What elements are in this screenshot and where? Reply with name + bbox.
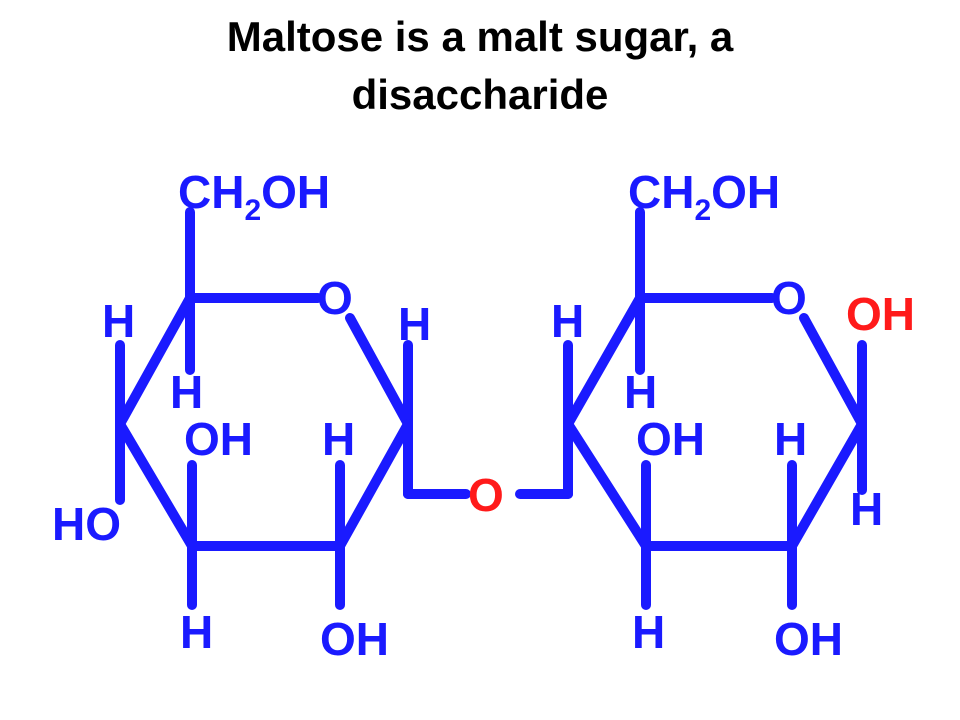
page-title: Maltose is a malt sugar, a disaccharide — [0, 8, 960, 124]
ring1-ring-oxygen: O — [317, 272, 353, 324]
ring-2-labels: CH2OH O OH H H OH H H H OH — [551, 166, 915, 665]
ring-1-bonds — [115, 207, 471, 610]
ring1-ch2oh-label: CH2OH — [178, 166, 330, 227]
title-line-2: disaccharide — [351, 71, 609, 118]
ring2-ch2oh-label: CH2OH — [628, 166, 780, 227]
bond-c4-c5 — [115, 293, 195, 429]
ring2-h-left-top: H — [551, 295, 584, 347]
ring2-h-c5-inner: H — [624, 366, 657, 418]
ring1-oh-c2-bottom: OH — [320, 613, 389, 665]
bond-c3-c4 — [563, 419, 651, 551]
ring2-h-c3-bottom: H — [632, 606, 665, 658]
ring1-h-c1: H — [398, 298, 431, 350]
ring1-ho-c4: HO — [52, 498, 121, 550]
title-line-1: Maltose is a malt sugar, a — [226, 13, 734, 60]
ring1-h-c5-inner: H — [170, 366, 203, 418]
ring2-ring-oxygen: O — [771, 272, 807, 324]
bond-c3-c4 — [115, 419, 197, 551]
bond-ring-o-c1 — [345, 313, 413, 429]
glycosidic-oxygen: O — [468, 469, 504, 521]
bond-c4-c5 — [563, 293, 645, 429]
ring2-oh-c2-bottom: OH — [774, 613, 843, 665]
ring-2-bonds — [515, 207, 867, 610]
ring1-h-c3-bottom: H — [180, 606, 213, 658]
ring1-oh-c3: OH — [184, 413, 253, 465]
ring2-h-c2: H — [774, 413, 807, 465]
bond-c1-c2 — [335, 419, 413, 551]
ring1-h-c2: H — [322, 413, 355, 465]
bond-c1-c2 — [787, 419, 867, 551]
ring-1-labels: CH2OH O H H H OH H HO H OH — [52, 166, 431, 665]
ring2-oh-anomeric: OH — [846, 288, 915, 340]
ring2-oh-c3: OH — [636, 413, 705, 465]
ring2-h-c1-bottom: H — [850, 483, 883, 535]
bond-ring-o-c1 — [799, 313, 867, 429]
ring1-h-left-top: H — [102, 295, 135, 347]
